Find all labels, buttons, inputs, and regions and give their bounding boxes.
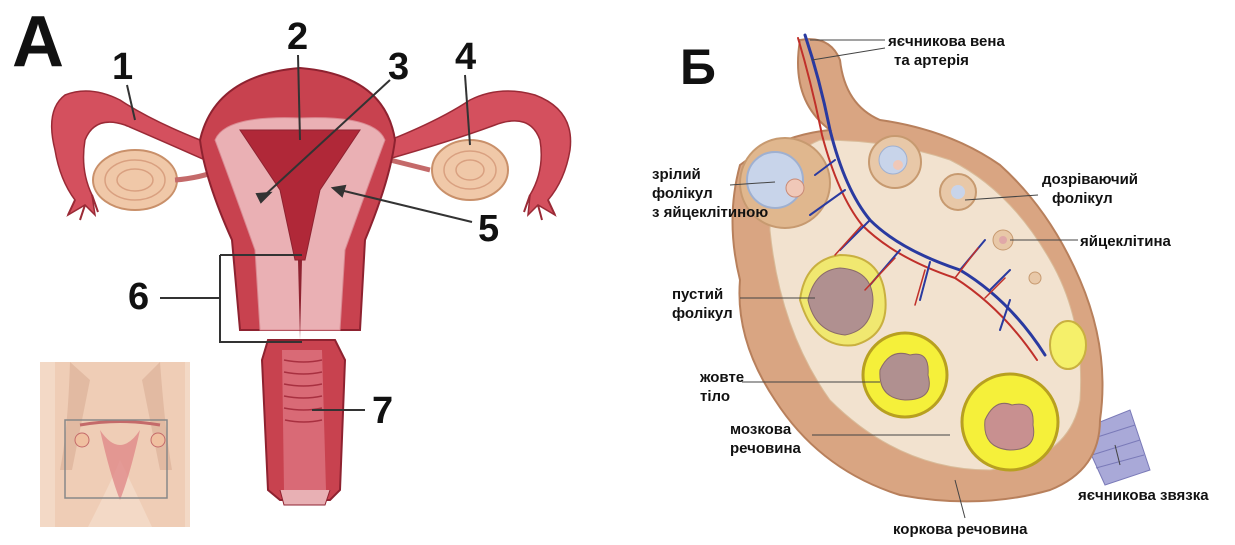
- label-empty-follicle: пустий фолікул: [672, 285, 733, 323]
- corpus-luteum-2: [962, 374, 1058, 470]
- label-cortex: коркова речовина: [893, 520, 1028, 539]
- label-number-4: 4: [455, 38, 476, 76]
- label-mature-follicle: зрілий фолікул з яйцеклітиною: [652, 165, 768, 222]
- label-number-2: 2: [287, 18, 308, 56]
- label-number-1: 1: [112, 48, 133, 86]
- panel-a-letter: А: [12, 6, 64, 78]
- label-maturing-follicle: дозріваючий фолікул: [1042, 170, 1138, 208]
- label-egg: яйцеклітина: [1080, 232, 1171, 251]
- label-vein-artery: яєчникова вена та артерія: [888, 32, 1005, 70]
- label-number-3: 3: [388, 48, 409, 86]
- label-number-6: 6: [128, 278, 149, 316]
- uterus: [200, 68, 395, 505]
- label-corpus-luteum: жовте тіло: [700, 368, 744, 406]
- body-inset: [40, 362, 190, 527]
- label-number-7: 7: [372, 392, 393, 430]
- label-medulla: мозкова речовина: [730, 420, 801, 458]
- label-ligament: яєчникова звязка: [1078, 486, 1209, 505]
- label-number-5: 5: [478, 210, 499, 248]
- panel-b-letter: Б: [680, 42, 716, 92]
- corpus-luteum-1: [863, 333, 947, 417]
